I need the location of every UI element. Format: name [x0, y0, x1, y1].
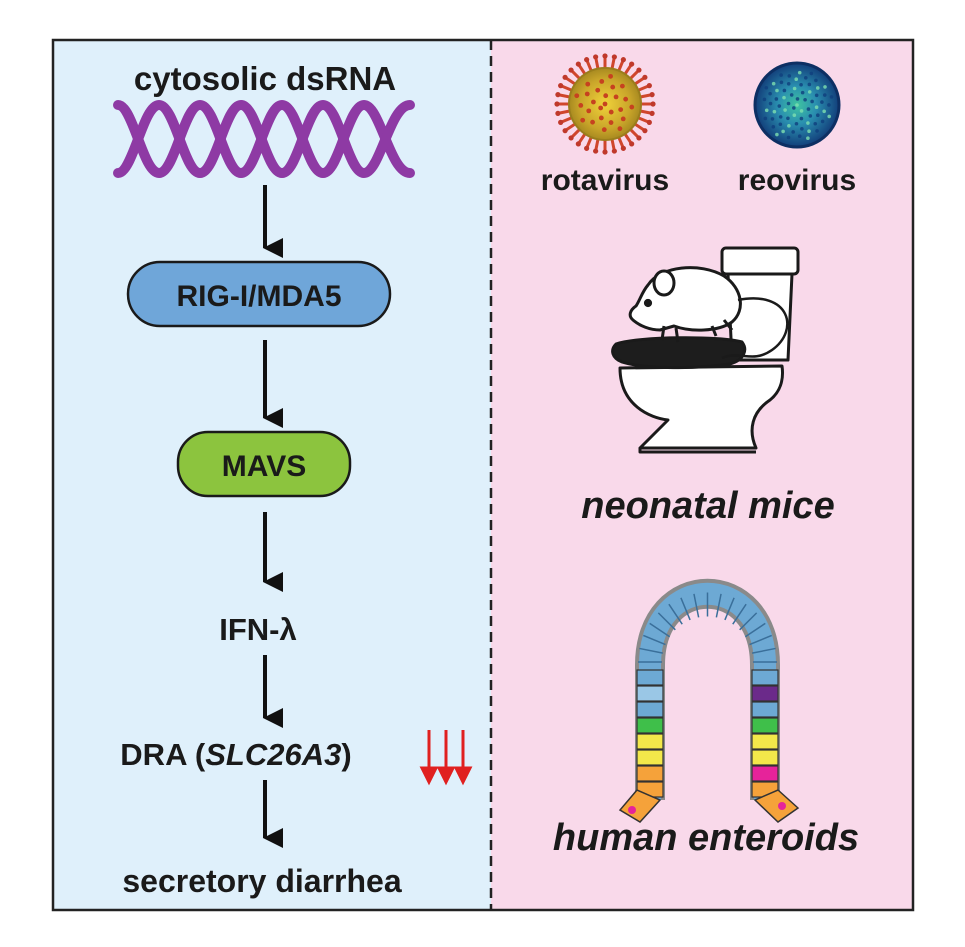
reovirus-label: reovirus	[738, 164, 856, 197]
sensor-node: RIG-I/MDA5	[126, 260, 392, 328]
sensor-label: RIG-I/MDA5	[177, 280, 342, 313]
dsrna-label: cytosolic dsRNA	[134, 60, 396, 97]
downregulation-icon	[419, 730, 473, 786]
cytokine-label: IFN-λ	[219, 612, 297, 647]
enteroid-crypt-icon	[618, 578, 800, 823]
adaptor-label: MAVS	[222, 450, 306, 483]
adaptor-node: MAVS	[176, 430, 352, 498]
dsrna-helix-icon	[113, 99, 415, 179]
right-panel	[491, 40, 913, 910]
mouse-label: neonatal mice	[581, 485, 834, 527]
mouse-on-toilet-icon	[611, 246, 800, 454]
organoid-label: human enteroids	[553, 817, 859, 859]
outcome-label: secretory diarrhea	[122, 863, 401, 899]
outer-frame	[51, 38, 915, 912]
target-label: DRA (SLC26A3)	[120, 737, 351, 772]
reovirus-icon	[753, 61, 841, 149]
rotavirus-label: rotavirus	[541, 164, 669, 197]
rotavirus-icon	[554, 53, 656, 155]
